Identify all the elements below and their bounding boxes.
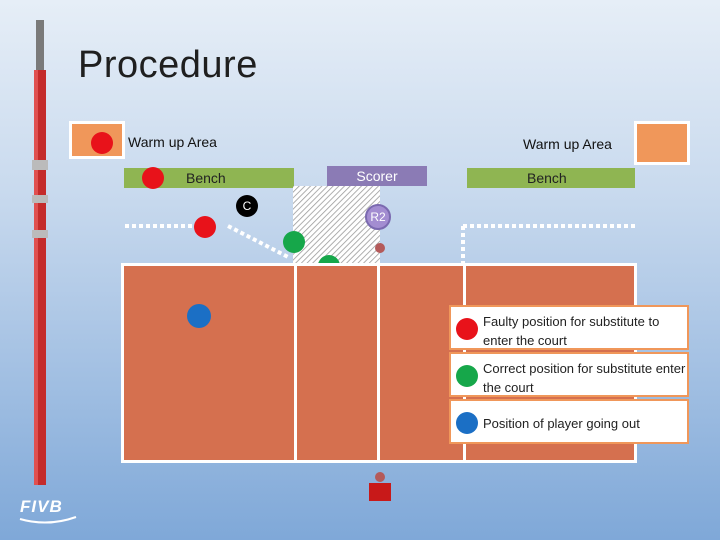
bench-right: Bench: [467, 168, 635, 188]
warmup-area-right: [634, 121, 690, 165]
net-pole: [32, 20, 48, 485]
referee-position-dot: [375, 243, 385, 253]
first-referee-position-dot: [375, 472, 385, 482]
warmup-label-left: Warm up Area: [128, 134, 217, 150]
fivb-logo-text: FIVB: [20, 497, 63, 516]
warmup-label-right: Warm up Area: [523, 136, 612, 152]
faulty-substitute-marker: [91, 132, 113, 154]
legend-item-correct: Correct position for substitute enter th…: [449, 352, 689, 397]
legend-item-out: Position of player going out: [449, 399, 689, 444]
attack-line: [294, 263, 297, 463]
referee-stand: [369, 483, 391, 501]
correct-substitute-marker: [283, 231, 305, 253]
faulty-substitute-marker: [194, 216, 216, 238]
legend-item-faulty: Faulty position for substitute to enter …: [449, 305, 689, 350]
red-dot-icon: [456, 318, 478, 340]
center-line: [377, 263, 380, 463]
green-dot-icon: [456, 365, 478, 387]
legend-label: Faulty position for substitute to enter …: [483, 314, 660, 348]
legend-label: Correct position for substitute enter th…: [483, 361, 686, 395]
fivb-logo: FIVB: [18, 497, 78, 525]
page-title: Procedure: [78, 44, 258, 86]
outgoing-player-marker: [187, 304, 211, 328]
legend-label: Position of player going out: [483, 416, 640, 431]
faulty-substitute-marker: [142, 167, 164, 189]
blue-dot-icon: [456, 412, 478, 434]
substitution-zone: [293, 186, 380, 263]
scorer-table: Scorer: [327, 166, 427, 186]
second-referee-marker: R2: [365, 204, 391, 230]
fivb-logo-icon: [19, 516, 77, 524]
coach-marker: C: [236, 195, 258, 217]
bench-left: Bench: [124, 168, 294, 188]
